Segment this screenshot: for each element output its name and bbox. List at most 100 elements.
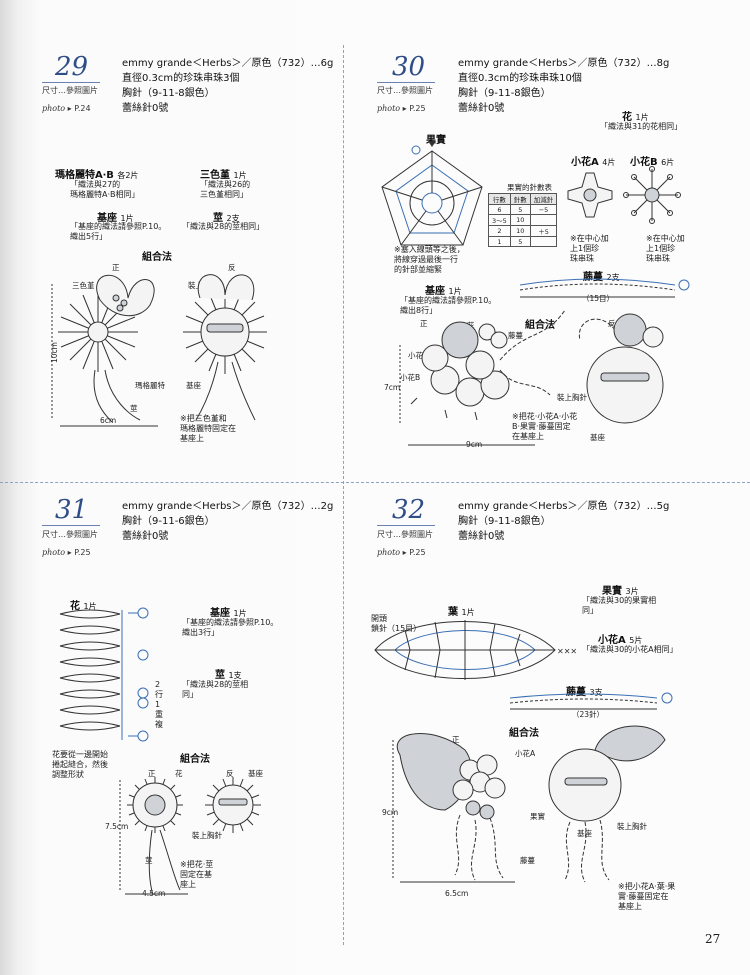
part-title: 莖 1支 [215,670,242,681]
front-label: 正 [420,319,428,328]
front-label: 正 [452,735,460,744]
part-title: 三色堇 1片 [200,170,247,181]
small-a-note: ※在中心加上1個珍珠串珠 [570,234,609,263]
number-underline [42,525,100,526]
photo-reference: photo ▸ P.25 [377,548,426,557]
horizontal-divider [0,482,750,483]
part-note: 「織法與31的花相同」 [600,122,683,131]
stem-label: 莖 [145,856,153,865]
small-b-label: 小花B [400,373,421,382]
photo-reference: photo ▸ P.25 [377,104,426,113]
number-underline [377,525,435,526]
width-dimension: 6cm [100,416,117,425]
material-yarn: emmy grande＜Herbs＞／原色（732）…8g [458,58,670,69]
pattern-number: 32 [392,495,426,525]
leaf-start-note: 開頭鎖針（15目） [371,614,422,633]
number-underline [42,82,100,83]
base-label: 基座 [248,769,263,778]
front-label: 正 [148,769,156,778]
materials-list: emmy grande＜Herbs＞／原色（732）…6g 直徑0.3cm的珍珠… [122,56,333,116]
part-title: 小花A 5片 [598,635,643,646]
back-label: 反 [608,319,616,328]
part-title: 小花A 4片 [571,157,616,168]
assembly-title: 組合法 [509,728,539,739]
fruit-note: ※塞入線頭等之後，將線穿過最後一行的針部並縮緊 [394,245,465,274]
pattern-31-illustrations [59,607,261,896]
part-note: 「織法與27的瑪格麗特A‧B相同」 [70,180,140,199]
height-dimension: 9cm [382,808,399,817]
stem-label: 莖 [130,404,138,413]
assembly-note: ※把三色堇和瑪格麗特固定在基座上 [180,414,236,443]
vine-stitches: （15目） [582,294,615,303]
material-brooch: 胸針（9-11-8銀色） [122,88,215,99]
pattern-30-illustrations [381,141,690,446]
material-brooch: 胸針（9-11-8銀色） [458,516,551,527]
brooch-label: 裝上胸針 [192,831,222,840]
page-number: 27 [705,932,721,946]
assembly-29-illustration [51,274,267,427]
part-title: 小花B 6片 [630,157,675,168]
photo-reference: photo ▸ P.25 [42,548,91,557]
vine-label: 藤蔓 [520,856,535,865]
material-brooch: 胸針（9-11-6銀色） [122,516,215,527]
size-reference: 尺寸…參照圖片 [42,86,98,95]
part-title: 基座 1片 [97,213,134,224]
height-dimension: 7cm [384,383,401,392]
table-header: 行數針數加減針 [488,193,558,205]
back-label: 反 [228,263,236,272]
small-a-label: 小花A [408,351,429,360]
part-note: 「織法與30的小花A相同」 [582,645,678,654]
fruit-label: 果實 [530,812,545,821]
part-title: 果實 [426,135,446,146]
vertical-divider [343,45,344,945]
size-reference: 尺寸…參照圖片 [42,530,98,539]
marguerite-label: 瑪格麗特 [135,381,165,390]
part-title: 花 1片 [622,112,649,123]
pattern-number: 30 [392,52,426,82]
pattern-number: 29 [55,52,89,82]
material-hook: 蕾絲針0號 [122,531,169,542]
vine-stitches: （23針） [572,710,605,719]
materials-list: emmy grande＜Herbs＞／原色（732）…5g 胸針（9-11-8銀… [458,499,669,544]
small-b-note: ※在中心加上1個珍珠串珠 [646,234,685,263]
part-title: 莖 2支 [213,213,240,224]
part-title: 藤蔓 2支 [583,272,620,283]
assembly-note: ※把花‧莖固定在基座上 [180,860,214,889]
front-label: 正 [112,263,120,272]
pansy-label: 三色堇 [72,281,95,290]
height-dimension: 7.5cm [105,822,129,831]
part-title: 基座 1片 [425,286,462,297]
base-label: 基座 [577,829,592,838]
material-pearl: 直徑0.3cm的珍珠串珠3個 [122,73,240,84]
brooch-label: 裝上胸針 [557,393,587,402]
table-title: 果實的針數表 [507,183,552,192]
materials-list: emmy grande＜Herbs＞／原色（732）…8g 直徑0.3cm的珍珠… [458,56,669,116]
part-title: 瑪格麗特A‧B 各2片 [55,170,139,181]
material-yarn: emmy grande＜Herbs＞／原色（732）…2g [122,501,334,512]
part-title: 葉 1片 [448,607,475,618]
material-yarn: emmy grande＜Herbs＞／原色（732）…5g [458,501,670,512]
brooch-label: 裝上胸針 [617,822,647,831]
size-reference: 尺寸…參照圖片 [377,86,433,95]
pattern-32-illustrations: ✕✕✕ [374,620,673,883]
materials-list: emmy grande＜Herbs＞／原色（732）…2g 胸針（9-11-6銀… [122,499,333,544]
svg-text:✕✕✕: ✕✕✕ [557,647,577,656]
part-note: 「織法與30的果實相同」 [582,596,657,615]
part-title: 基座 1片 [210,608,247,619]
part-title: 果實 3片 [602,586,639,597]
part-note: 「基座的織法請參照P.10。織出3行」 [182,618,279,637]
part-note: 「織法與28的莖相同」 [182,680,249,699]
base-label: 基座 [186,381,201,390]
assembly-title: 組合法 [142,252,172,263]
back-label: 反 [226,769,234,778]
width-dimension: 6.5cm [445,889,469,898]
photo-reference: photo ▸ P.24 [42,104,91,113]
flower-label: 花 [175,769,183,778]
number-underline [377,82,435,83]
material-hook: 蕾絲針0號 [458,103,505,114]
pattern-number: 31 [55,495,89,525]
